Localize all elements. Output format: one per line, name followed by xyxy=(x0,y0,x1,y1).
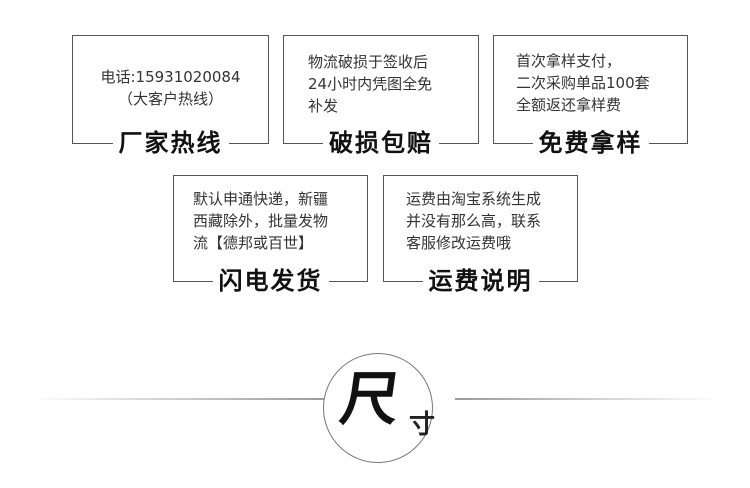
shipping-line-3: 流【德邦或百世】 xyxy=(193,234,314,252)
fee-card-body: 运费由淘宝系统生成 并没有那么高，联系 客服修改运费哦 xyxy=(406,188,577,254)
fee-line-2: 并没有那么高，联系 xyxy=(406,212,542,230)
size-divider-right xyxy=(455,398,720,400)
sample-line-2: 二次采购单品100套 xyxy=(516,74,650,92)
hotline-card-title: 厂家热线 xyxy=(73,128,268,158)
size-emblem-big-char: 尺 xyxy=(336,365,404,433)
shipping-card-body: 默认申通快递，新疆 西藏除外，批量发物 流【德邦或百世】 xyxy=(193,188,367,254)
sample-line-1: 首次拿样支付， xyxy=(516,52,622,70)
fee-line-3: 客服修改运费哦 xyxy=(406,234,512,252)
damage-card-body: 物流破损于签收后 24小时内凭图全免 补发 xyxy=(308,51,478,117)
damage-compensation-card: 物流破损于签收后 24小时内凭图全免 补发 破损包赔 xyxy=(283,35,479,158)
shipping-card-title: 闪电发货 xyxy=(174,266,367,296)
shipping-line-2: 西藏除外，批量发物 xyxy=(193,212,329,230)
damage-card-title: 破损包赔 xyxy=(284,128,478,158)
sample-card-body: 首次拿样支付， 二次采购单品100套 全额返还拿样费 xyxy=(516,50,687,116)
hotline-phone: 电话:15931020084 xyxy=(100,68,241,86)
size-divider-left xyxy=(30,398,330,400)
fee-line-1: 运费由淘宝系统生成 xyxy=(406,190,542,208)
fast-shipping-card: 默认申通快递，新疆 西藏除外，批量发物 流【德邦或百世】 闪电发货 xyxy=(173,175,368,296)
sample-line-3: 全额返还拿样费 xyxy=(516,96,622,114)
shipping-fee-card: 运费由淘宝系统生成 并没有那么高，联系 客服修改运费哦 运费说明 xyxy=(383,175,578,296)
hotline-card: 电话:15931020084 （大客户热线） 厂家热线 xyxy=(72,35,269,158)
damage-line-3: 补发 xyxy=(308,97,339,115)
size-emblem-circle xyxy=(323,353,433,463)
size-emblem-small-char: 寸 xyxy=(409,410,436,440)
hotline-card-body: 电话:15931020084 （大客户热线） xyxy=(73,66,268,110)
free-sample-card: 首次拿样支付， 二次采购单品100套 全额返还拿样费 免费拿样 xyxy=(493,35,688,158)
shipping-line-1: 默认申通快递，新疆 xyxy=(193,190,329,208)
hotline-note: （大客户热线） xyxy=(117,90,223,108)
fee-card-title: 运费说明 xyxy=(384,266,577,296)
damage-line-1: 物流破损于签收后 xyxy=(308,53,429,71)
size-emblem: 尺 寸 xyxy=(323,353,441,471)
damage-line-2: 24小时内凭图全免 xyxy=(308,75,433,93)
sample-card-title: 免费拿样 xyxy=(494,128,687,158)
